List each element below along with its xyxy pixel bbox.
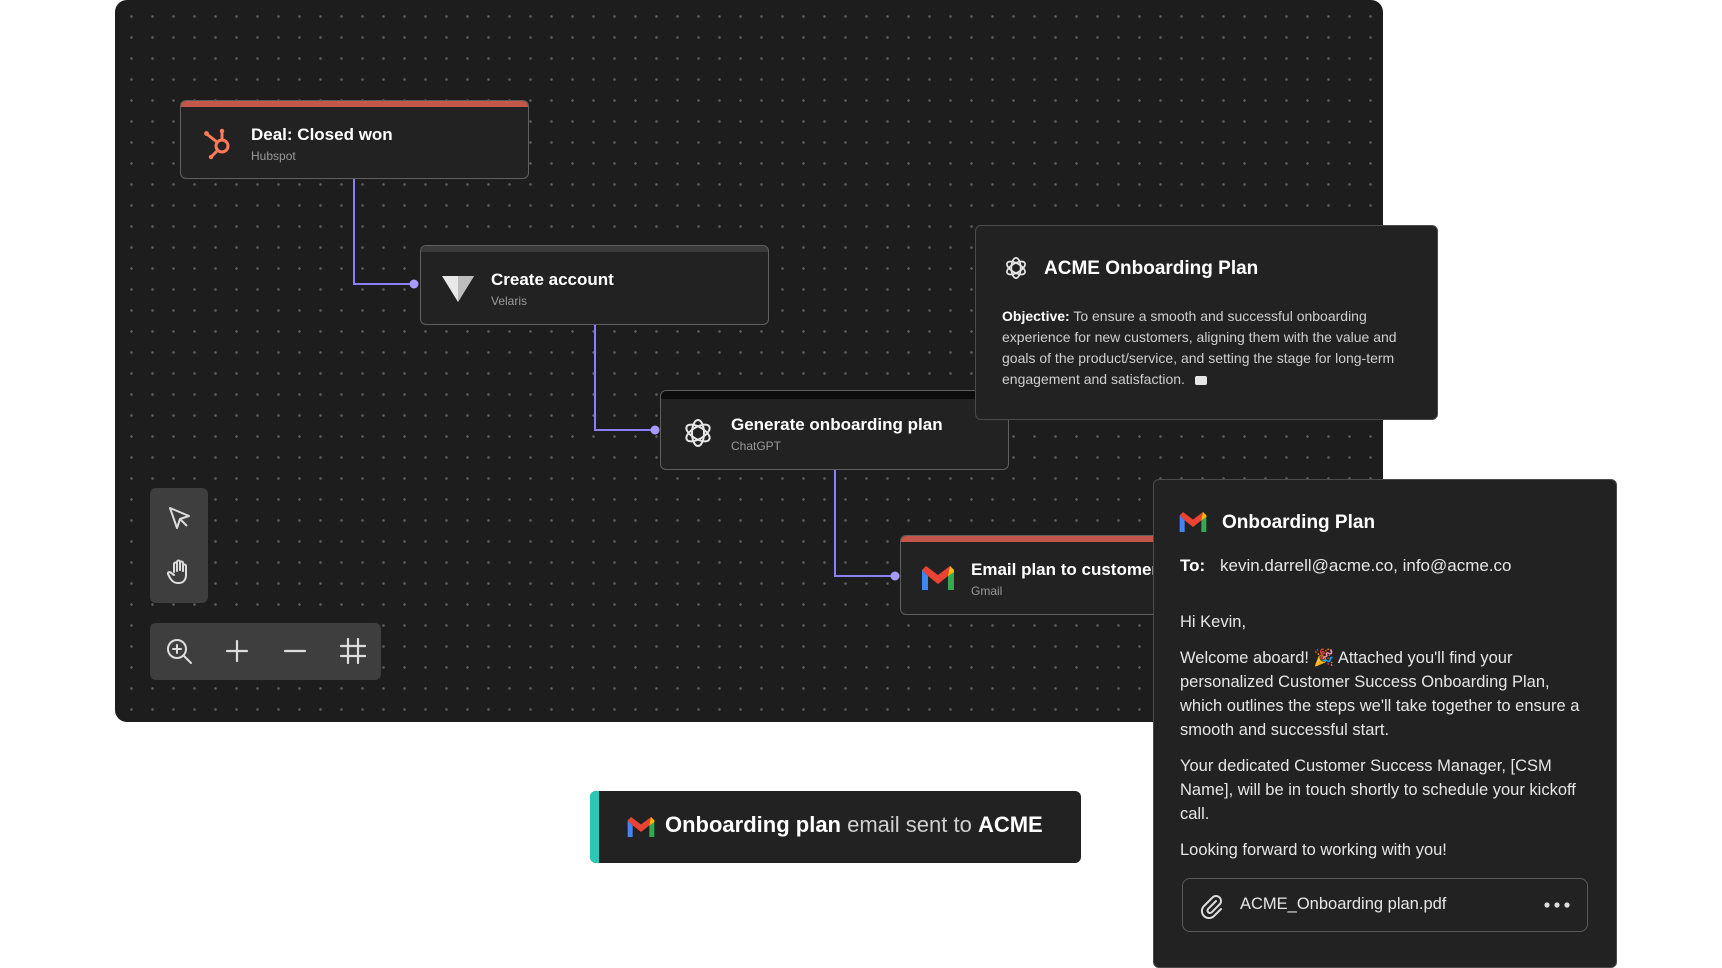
objective-label: Objective: bbox=[1002, 308, 1070, 324]
chatgpt-icon bbox=[1002, 254, 1030, 287]
hand-icon[interactable] bbox=[161, 554, 197, 590]
to-label: To: bbox=[1180, 556, 1206, 575]
plan-title: ACME Onboarding Plan bbox=[1044, 258, 1259, 279]
toast-recipient: ACME bbox=[977, 812, 1043, 837]
zoom-toolbar bbox=[150, 623, 381, 680]
zoom-out-icon[interactable] bbox=[277, 633, 313, 669]
attachment-filename: ACME_Onboarding plan.pdf bbox=[1240, 895, 1447, 913]
velaris-icon bbox=[438, 268, 478, 308]
greeting: Hi Kevin, bbox=[1180, 613, 1247, 631]
toast-accent-stripe bbox=[590, 791, 599, 863]
gmail-icon bbox=[626, 815, 656, 844]
email-paragraph: Your dedicated Customer Success Manager,… bbox=[1180, 757, 1576, 823]
email-paragraph: Welcome aboard! 🎉 Attached you'll find y… bbox=[1180, 649, 1580, 739]
node-title: Email plan to customer bbox=[971, 560, 1159, 579]
hubspot-icon bbox=[198, 123, 238, 163]
paperclip-icon bbox=[1199, 893, 1225, 920]
pointer-cursor-icon[interactable] bbox=[161, 500, 197, 536]
frame-icon[interactable] bbox=[335, 633, 371, 669]
node-subtitle: Gmail bbox=[971, 584, 1003, 598]
email-title: Onboarding Plan bbox=[1222, 512, 1376, 533]
toast-text: email sent to bbox=[841, 812, 978, 837]
objective-text: To ensure a smooth and successful onboar… bbox=[1002, 308, 1397, 387]
email-preview: Onboarding Plan To: kevin.darrell@acme.c… bbox=[1153, 479, 1617, 968]
closing: Looking forward to working with you! bbox=[1180, 841, 1447, 859]
toast-message: Onboarding plan email sent to ACME bbox=[665, 812, 1043, 838]
workflow-node-email[interactable]: Email plan to customer Gmail bbox=[900, 535, 1160, 615]
recipients: kevin.darrell@acme.co, info@acme.co bbox=[1220, 556, 1512, 575]
gmail-icon bbox=[1178, 510, 1208, 539]
attachment[interactable]: ACME_Onboarding plan.pdf bbox=[1182, 878, 1588, 932]
email-body: Hi Kevin, Welcome aboard! 🎉 Attached you… bbox=[1180, 610, 1585, 874]
typing-cursor bbox=[1194, 375, 1207, 385]
email-sent-toast: Onboarding plan email sent to ACME bbox=[590, 791, 1081, 863]
workflow-node-create-account[interactable]: Create account Velaris bbox=[420, 245, 769, 325]
node-subtitle: Hubspot bbox=[251, 149, 296, 163]
canvas-tool-palette bbox=[150, 488, 208, 603]
node-title: Generate onboarding plan bbox=[731, 415, 943, 434]
node-subtitle: Velaris bbox=[491, 294, 528, 308]
plan-objective: Objective: To ensure a smooth and succes… bbox=[1002, 306, 1412, 390]
node-title: Create account bbox=[491, 270, 614, 289]
node-subtitle: ChatGPT bbox=[731, 439, 782, 453]
gmail-icon bbox=[918, 558, 958, 598]
workflow-node-generate-plan[interactable]: Generate onboarding plan ChatGPT bbox=[660, 390, 1009, 470]
more-options-icon[interactable] bbox=[1539, 889, 1575, 921]
node-title: Deal: Closed won bbox=[251, 125, 393, 144]
zoom-fit-icon[interactable] bbox=[161, 633, 197, 669]
toast-subject: Onboarding plan bbox=[665, 812, 841, 837]
workflow-node-deal[interactable]: Deal: Closed won Hubspot bbox=[180, 100, 529, 179]
chatgpt-icon bbox=[678, 413, 718, 453]
onboarding-plan-preview: ACME Onboarding Plan Objective: To ensur… bbox=[975, 225, 1438, 420]
zoom-in-icon[interactable] bbox=[219, 633, 255, 669]
